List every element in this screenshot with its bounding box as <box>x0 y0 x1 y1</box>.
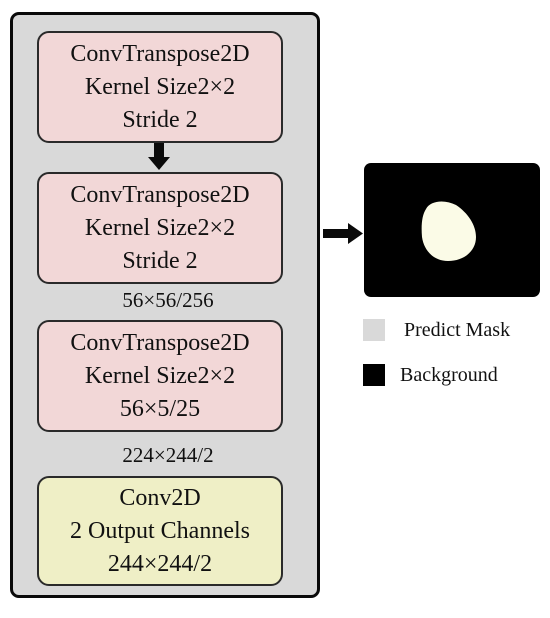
block-3-shape: 56×5/25 <box>119 395 201 422</box>
block-3-title: ConvTranspose2D <box>70 329 250 356</box>
block-2-stride: Stride 2 <box>122 247 198 274</box>
predicted-mask-image <box>364 163 540 297</box>
block-2-kernel: Kernel Size2×2 <box>84 214 236 241</box>
background-swatch <box>363 364 385 386</box>
predict-mask-label: Predict Mask <box>404 319 511 341</box>
conv2d-title: Conv2D <box>119 484 201 511</box>
block-2-title: ConvTranspose2D <box>70 181 250 208</box>
convtranspose-block-1: ConvTranspose2D Kernel Size2×2 Stride 2 <box>37 31 283 143</box>
decoder-panel: ConvTranspose2D Kernel Size2×2 Stride 2 … <box>10 12 320 598</box>
block-1-stride: Stride 2 <box>122 106 198 133</box>
conv2d-shape: 244×244/2 <box>107 550 213 577</box>
block-1-title: ConvTranspose2D <box>70 40 250 67</box>
block-1-kernel: Kernel Size2×2 <box>84 73 236 100</box>
arrow-down-shaft <box>154 143 164 159</box>
background-label: Background <box>400 364 498 386</box>
dim-label-2: 224×244/2 <box>122 443 214 467</box>
mask-blob-shape <box>421 201 476 261</box>
predict-mask-swatch <box>363 319 385 341</box>
arrow-down-icon <box>148 157 170 170</box>
convtranspose-block-2: ConvTranspose2D Kernel Size2×2 Stride 2 <box>37 172 283 284</box>
conv2d-channels: 2 Output Channels <box>70 517 250 544</box>
arrow-right-shaft <box>323 229 351 238</box>
arrow-right-icon <box>348 223 363 244</box>
block-3-kernel: Kernel Size2×2 <box>84 362 236 389</box>
conv2d-block: Conv2D 2 Output Channels 244×244/2 <box>37 476 283 586</box>
convtranspose-block-3: ConvTranspose2D Kernel Size2×2 56×5/25 <box>37 320 283 432</box>
dim-label-1: 56×56/256 <box>122 288 214 312</box>
